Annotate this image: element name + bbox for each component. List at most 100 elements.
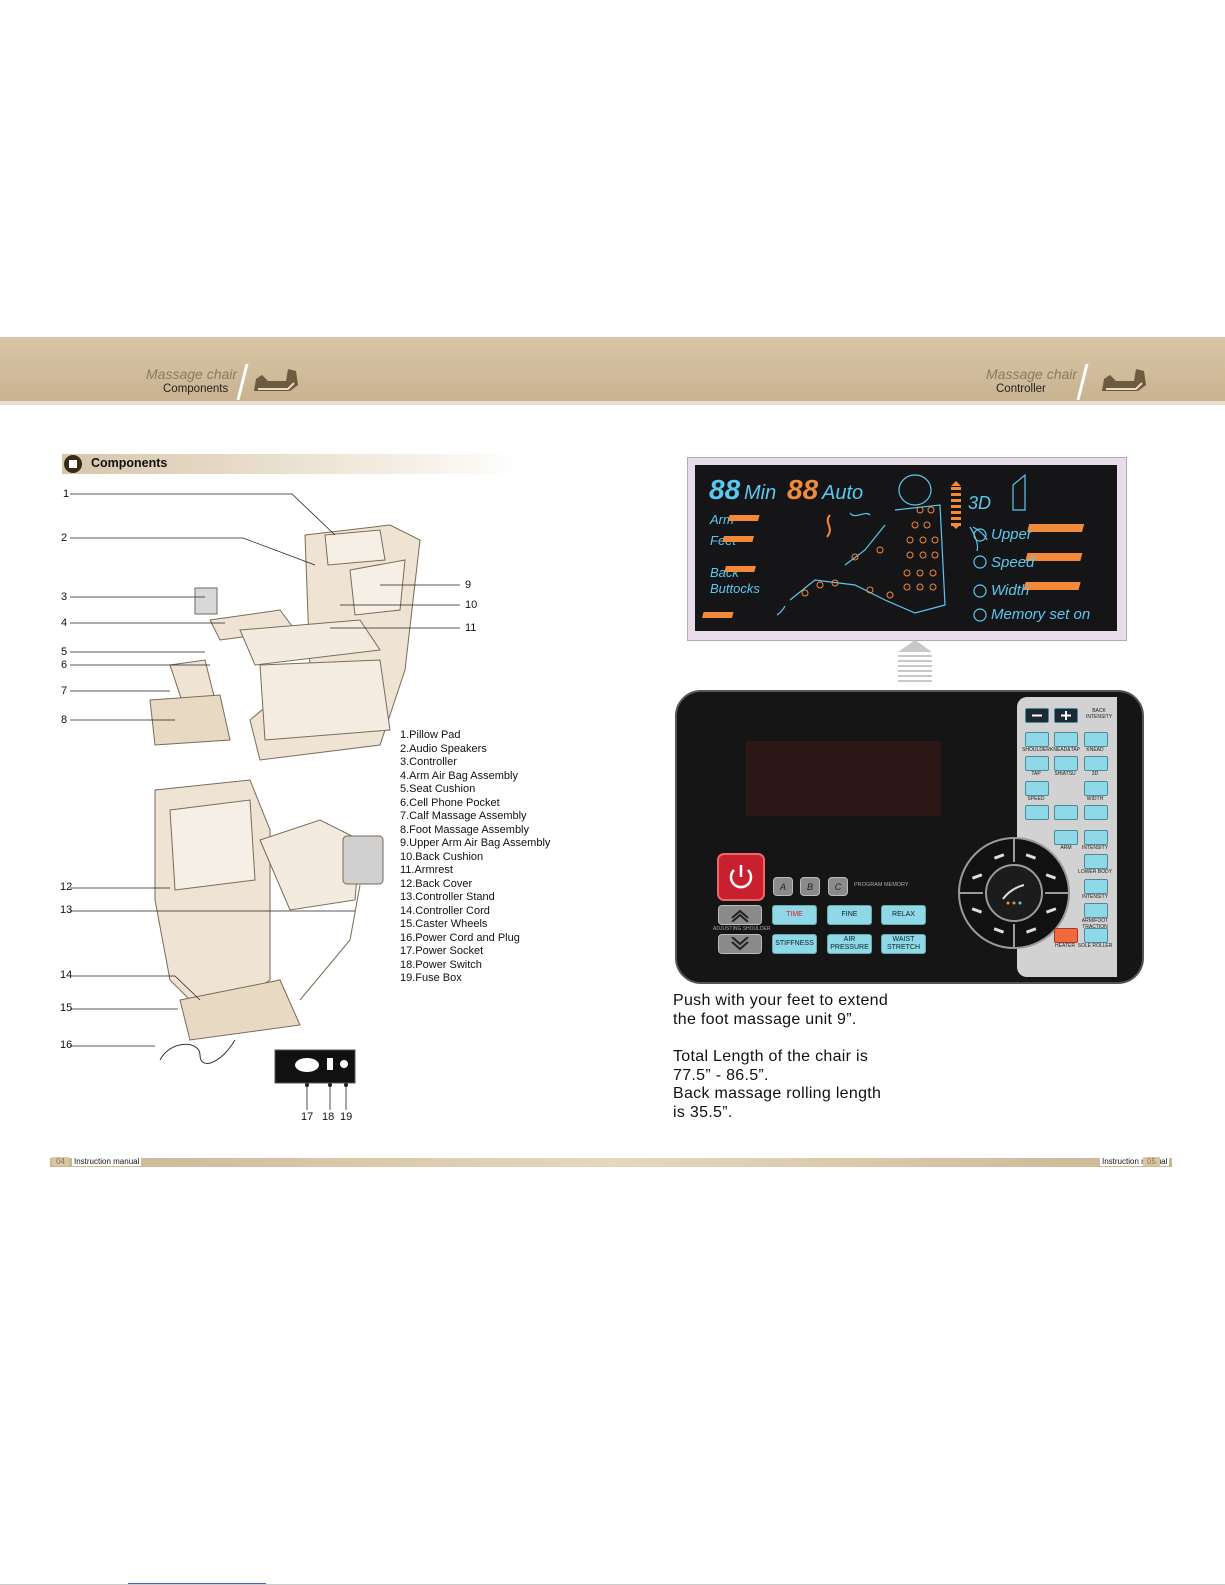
lcd-width-label: Width bbox=[991, 582, 1030, 599]
list-item: 9.Upper Arm Air Bag Assembly bbox=[400, 837, 551, 849]
position-up-button[interactable] bbox=[1025, 805, 1049, 820]
callout-number: 18 bbox=[322, 1111, 335, 1123]
shoulder-label: SHOULDER bbox=[1022, 747, 1050, 753]
chevron-up-icon bbox=[731, 909, 749, 922]
list-item: 7.Calf Massage Assembly bbox=[400, 810, 527, 822]
list-item: 18.Power Switch bbox=[400, 958, 482, 971]
massage-chair-icon bbox=[1102, 369, 1146, 391]
info-line: is 35.5”. bbox=[673, 1104, 733, 1121]
adjust-down-button[interactable] bbox=[718, 934, 762, 954]
lower-body-label: LOWER BODY bbox=[1078, 869, 1112, 875]
left-header-subtitle: Components bbox=[163, 383, 229, 395]
knead-tap-label: KNEAD&TAP bbox=[1050, 747, 1080, 753]
shiatsu-label: SHIATSU bbox=[1054, 771, 1076, 777]
width-button[interactable] bbox=[1084, 781, 1108, 796]
arm-foot-traction-button[interactable] bbox=[1084, 903, 1108, 918]
program-b-button[interactable]: B bbox=[800, 877, 820, 896]
fine-button[interactable]: FINE bbox=[827, 905, 872, 925]
list-item: 2.Audio Speakers bbox=[400, 742, 487, 755]
info-line: Push with your feet to extend bbox=[673, 992, 889, 1009]
header-band bbox=[0, 337, 1225, 401]
info-line: Back massage rolling length bbox=[673, 1085, 882, 1102]
component-list: 1.Pillow Pad 2.Audio Speakers 3.Controll… bbox=[400, 729, 550, 986]
program-c-button[interactable]: C bbox=[828, 877, 848, 896]
chair-front-view bbox=[149, 524, 421, 761]
sole-roller-label: SOLE ROLLER bbox=[1077, 943, 1113, 949]
callout-number: 4 bbox=[61, 617, 68, 629]
up-arrow-icon bbox=[898, 640, 932, 682]
program-a-button[interactable]: A bbox=[773, 877, 793, 896]
list-item: 13.Controller Stand bbox=[400, 891, 495, 903]
right-header-subtitle: Controller bbox=[996, 383, 1046, 395]
width-label: WIDTH bbox=[1086, 796, 1104, 802]
lower-body-intensity-button[interactable] bbox=[1084, 879, 1108, 894]
shiatsu-button[interactable] bbox=[1054, 756, 1078, 771]
list-item: 15.Caster Wheels bbox=[400, 918, 488, 930]
right-header-title: Massage chair bbox=[986, 366, 1078, 382]
callout-number: 5 bbox=[61, 646, 68, 658]
list-item: 8.Foot Massage Assembly bbox=[400, 823, 530, 836]
info-line: 77.5” - 86.5”. bbox=[673, 1067, 769, 1084]
controller-screen bbox=[746, 741, 941, 816]
speed-button[interactable] bbox=[1025, 781, 1049, 796]
lcd-upper-label: Upper bbox=[991, 526, 1032, 543]
position-down-button[interactable] bbox=[1084, 805, 1108, 820]
list-item: 10.Back Cushion bbox=[400, 850, 484, 863]
program-memory-label: PROGRAM MEMORY bbox=[854, 882, 909, 888]
tap-button[interactable] bbox=[1025, 756, 1049, 771]
knead-tap-button[interactable] bbox=[1054, 732, 1078, 747]
arm-button[interactable] bbox=[1054, 830, 1078, 845]
lower-body-button[interactable] bbox=[1084, 854, 1108, 869]
list-item: 12.Back Cover bbox=[400, 877, 473, 890]
callout-number: 8 bbox=[61, 714, 68, 726]
speed-label: SPEED bbox=[1027, 796, 1045, 802]
header-divider bbox=[0, 401, 1225, 405]
callout-number: 17 bbox=[301, 1111, 314, 1123]
footer-band bbox=[50, 1158, 1172, 1167]
callout-number: 11 bbox=[465, 622, 477, 634]
waist-stretch-button[interactable]: WAIST STRETCH bbox=[881, 934, 926, 954]
relax-button[interactable]: RELAX bbox=[881, 905, 926, 925]
intensity-label: INTENSITY bbox=[1081, 845, 1109, 851]
list-item: 1.Pillow Pad bbox=[400, 729, 461, 741]
callout-number: 12 bbox=[60, 881, 73, 893]
knead-label: KNEAD bbox=[1086, 747, 1104, 753]
callout-number: 2 bbox=[61, 532, 68, 544]
list-item: 11.Armrest bbox=[400, 864, 453, 876]
intensity-plus-button[interactable] bbox=[1054, 708, 1078, 723]
lcd-graphics bbox=[702, 473, 1085, 622]
massage-chair-icon bbox=[254, 369, 298, 391]
section-heading-bar bbox=[62, 454, 522, 474]
callout-number: 7 bbox=[61, 685, 68, 697]
callout-number: 6 bbox=[61, 659, 68, 671]
air-pressure-button[interactable]: AIR PRESSURE bbox=[827, 934, 872, 954]
3d-label: 3D bbox=[1091, 771, 1099, 777]
sole-roller-button[interactable] bbox=[1084, 928, 1108, 943]
lcd-memory-label: Memory set on bbox=[991, 606, 1091, 623]
knead-button[interactable] bbox=[1084, 732, 1108, 747]
adjust-up-button[interactable] bbox=[718, 905, 762, 925]
recline-dial[interactable] bbox=[958, 837, 1070, 949]
bottom-link-underline bbox=[128, 1583, 266, 1584]
back-intensity-label: BACK INTENSITY bbox=[1085, 708, 1113, 720]
stiffness-button[interactable]: STIFFNESS bbox=[772, 934, 817, 954]
arm-label: ARM bbox=[1060, 845, 1072, 851]
lcd-speed-label: Speed bbox=[991, 554, 1035, 571]
position-mid-button[interactable] bbox=[1054, 805, 1078, 820]
heater-button[interactable] bbox=[1054, 928, 1078, 943]
list-item: 17.Power Socket bbox=[400, 945, 484, 957]
3d-button[interactable] bbox=[1084, 756, 1108, 771]
callout-number: 3 bbox=[61, 591, 68, 603]
time-button[interactable]: TIME bbox=[772, 905, 817, 925]
power-button[interactable] bbox=[717, 853, 765, 901]
callout-number: 13 bbox=[60, 904, 73, 916]
callout-number: 1 bbox=[63, 488, 70, 500]
lcd-auto-label: Auto bbox=[822, 482, 864, 504]
intensity-minus-button[interactable] bbox=[1025, 708, 1049, 723]
lcd-arm-label: Arm bbox=[710, 512, 734, 527]
shoulder-button[interactable] bbox=[1025, 732, 1049, 747]
lcd-auto-digits: 88 bbox=[787, 474, 819, 505]
info-line: Total Length of the chair is bbox=[673, 1048, 869, 1065]
arm-intensity-button[interactable] bbox=[1084, 830, 1108, 845]
chevron-down-icon bbox=[731, 937, 749, 951]
